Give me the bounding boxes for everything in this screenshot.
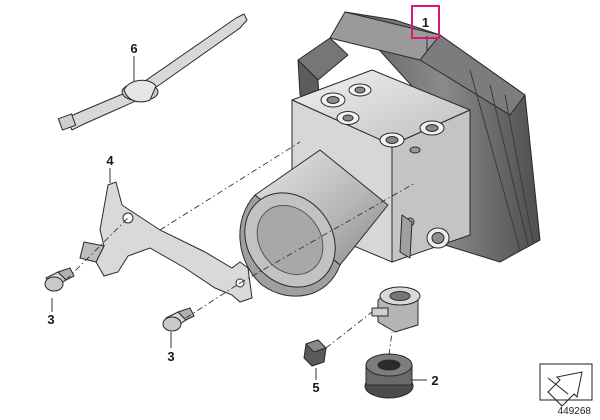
reference-number: 449268 — [558, 406, 592, 417]
callout-2[interactable]: 2 — [431, 373, 438, 388]
callout-3-upper[interactable]: 3 — [47, 312, 54, 327]
callout-6[interactable]: 6 — [130, 41, 137, 56]
screw-part-3-lower — [162, 307, 195, 332]
callout-4[interactable]: 4 — [106, 153, 114, 168]
callout-5[interactable]: 5 — [312, 380, 319, 395]
hydraulic-unit-part-1 — [239, 11, 541, 333]
nut-part-5 — [303, 339, 327, 367]
callout-1[interactable]: 1 — [422, 15, 429, 30]
arrow-in-box-icon — [539, 363, 593, 407]
bracket-part-4 — [79, 181, 253, 303]
screw-part-3-upper — [44, 267, 75, 292]
grommet-part-2 — [364, 353, 414, 399]
highlight-box-part-1 — [411, 5, 440, 39]
assembly-lines — [65, 141, 416, 356]
callout-3-lower[interactable]: 3 — [167, 349, 174, 364]
cable-holder-part-6 — [57, 13, 248, 131]
